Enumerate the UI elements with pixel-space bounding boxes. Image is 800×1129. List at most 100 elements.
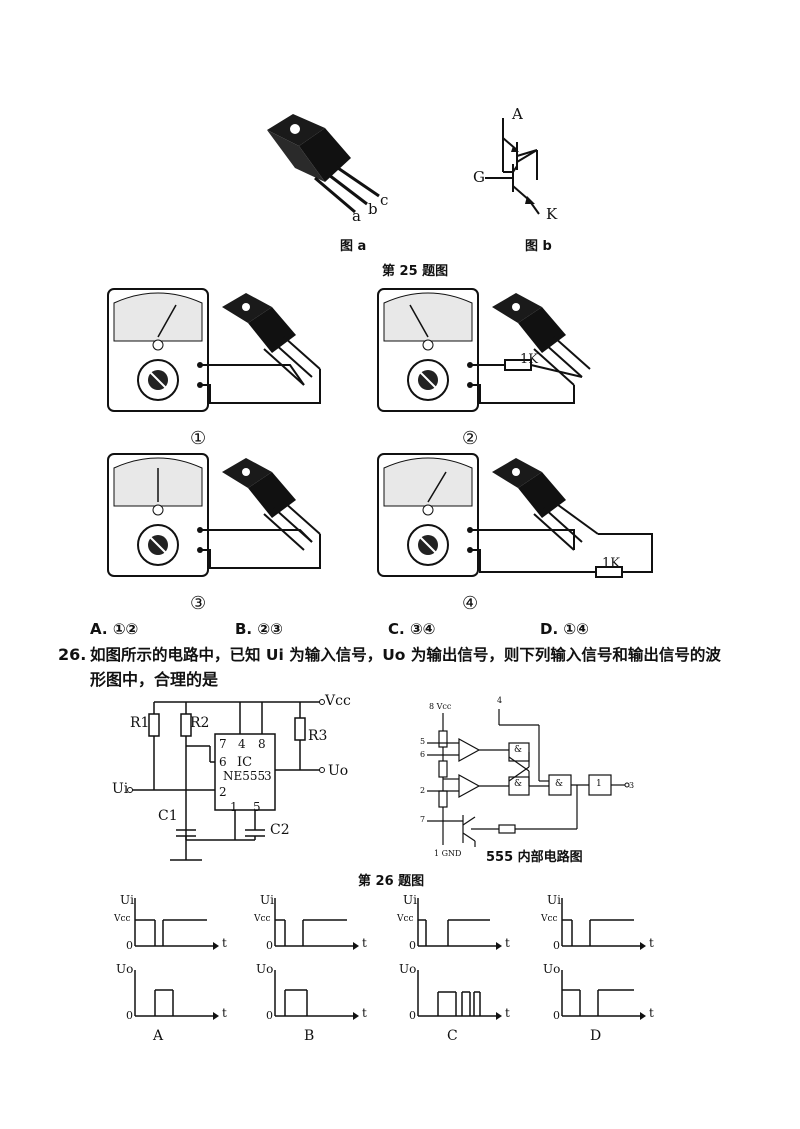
- wave-zero-top-a: 0: [126, 939, 133, 952]
- wave-zero-bottom-b: 0: [266, 1009, 273, 1022]
- multimeter-panel-4: [377, 453, 653, 578]
- ui-label: Ui: [112, 781, 129, 797]
- internal-pin7-label: 7: [420, 815, 426, 824]
- terminal-label-g: G: [473, 168, 485, 186]
- wave-vcc-label-c: Vcc: [397, 914, 414, 924]
- wave-option-label-b[interactable]: B: [304, 1028, 315, 1044]
- option-value: ①④: [563, 620, 589, 638]
- q26-figure-title: 第 26 题图: [358, 874, 425, 889]
- resistor-label-panel-4: 1K: [602, 556, 620, 571]
- pin-4-label: 4: [238, 737, 246, 751]
- wave-t-top-a: t: [222, 936, 227, 950]
- and-gate-3-label: &: [555, 779, 564, 789]
- r1-label: R1: [130, 715, 150, 731]
- wave-ui-label-c: Ui: [403, 893, 417, 907]
- wave-t-bottom-c: t: [505, 1006, 510, 1020]
- panel-label-1: ①: [190, 428, 207, 449]
- internal-pin4-label: 4: [497, 696, 503, 705]
- wave-option-label-d[interactable]: D: [590, 1028, 602, 1044]
- wave-ui-label-d: Ui: [547, 893, 561, 907]
- option-letter: D.: [540, 620, 559, 638]
- pin-label-c: c: [380, 191, 389, 209]
- r3-label: R3: [308, 728, 328, 744]
- figure-b-caption: 图 b: [525, 239, 552, 254]
- waveform-option-b: [274, 898, 359, 1020]
- terminal-label-k: K: [546, 205, 558, 223]
- thyristor-symbol-figure-b: [485, 118, 540, 215]
- wave-zero-top-b: 0: [266, 939, 273, 952]
- wave-zero-top-d: 0: [553, 939, 560, 952]
- waveform-option-a: [134, 898, 219, 1020]
- panel-label-2: ②: [462, 428, 479, 449]
- option-value: ①②: [112, 620, 139, 638]
- internal-pin5-label: 5: [420, 737, 426, 746]
- ic-label: IC: [237, 755, 253, 770]
- wave-zero-bottom-a: 0: [126, 1009, 133, 1022]
- pin-label-b: b: [368, 200, 378, 218]
- multimeter-panel-3: [107, 453, 321, 577]
- wave-uo-label-b: Uo: [256, 962, 274, 976]
- wave-option-label-c[interactable]: C: [447, 1028, 458, 1044]
- option-value: ③④: [409, 620, 436, 638]
- wave-zero-top-c: 0: [409, 939, 416, 952]
- wave-ui-label-b: Ui: [260, 893, 274, 907]
- option-letter: A.: [90, 620, 108, 638]
- internal-gnd-label: 1 GND: [434, 849, 462, 858]
- resistor-label-panel-2: 1K: [520, 352, 538, 367]
- wave-t-bottom-b: t: [362, 1006, 367, 1020]
- ne555-internal-diagram: [427, 709, 630, 847]
- internal-pin6-label: 6: [420, 750, 426, 759]
- wave-vcc-label-d: Vcc: [541, 914, 558, 924]
- r2-label: R2: [190, 715, 210, 731]
- pin-6-label: 6: [219, 755, 227, 769]
- pin-5-label: 5: [253, 800, 261, 814]
- chip-label: NE555: [223, 769, 266, 783]
- q25-option-b[interactable]: B. ②③: [235, 620, 283, 638]
- internal-pin3-label: 3: [629, 781, 635, 790]
- pin-2-label: 2: [219, 785, 227, 799]
- wave-zero-bottom-c: 0: [409, 1009, 416, 1022]
- pin-label-a: a: [352, 207, 361, 225]
- c1-label: C1: [158, 808, 178, 824]
- q25-option-a[interactable]: A. ①②: [90, 620, 138, 638]
- wave-t-top-b: t: [362, 936, 367, 950]
- wave-t-bottom-d: t: [649, 1006, 654, 1020]
- terminal-label-a: A: [512, 105, 523, 123]
- and-gate-2-label: &: [514, 779, 523, 789]
- wave-uo-label-c: Uo: [399, 962, 417, 976]
- pin-7-label: 7: [219, 737, 227, 751]
- vcc-label: Vcc: [325, 693, 351, 709]
- waveform-option-c: [417, 898, 502, 1020]
- wave-t-top-c: t: [505, 936, 510, 950]
- pin-1-label: 1: [230, 800, 238, 814]
- ne555-circuit: [127, 699, 325, 861]
- q25-option-d[interactable]: D. ①④: [540, 620, 589, 638]
- multimeter-panel-2: [377, 288, 591, 412]
- wave-t-top-d: t: [649, 936, 654, 950]
- wave-uo-label-a: Uo: [116, 962, 134, 976]
- q26-text-line2: 形图中，合理的是: [90, 670, 219, 689]
- internal-pin2-label: 2: [420, 786, 426, 795]
- wave-vcc-label-b: Vcc: [254, 914, 271, 924]
- internal-vcc-label: 8 Vcc: [429, 702, 452, 711]
- panel-label-3: ③: [190, 593, 207, 614]
- device-figure-a: [267, 114, 380, 214]
- uo-label: Uo: [328, 763, 349, 779]
- waveform-option-d: [561, 898, 646, 1020]
- c2-label: C2: [270, 822, 290, 838]
- and-gate-1-label: &: [514, 745, 523, 755]
- wave-ui-label-a: Ui: [120, 893, 134, 907]
- wave-t-bottom-a: t: [222, 1006, 227, 1020]
- option-letter: C.: [388, 620, 405, 638]
- internal-diagram-title: 555 内部电路图: [486, 850, 583, 865]
- wave-vcc-label-a: Vcc: [114, 914, 131, 924]
- option-value: ②③: [257, 620, 283, 638]
- q26-text-line1: 如图所示的电路中，已知 Ui 为输入信号，Uo 为输出信号，则下列输入信号和输出…: [90, 646, 721, 664]
- wave-uo-label-d: Uo: [543, 962, 561, 976]
- q25-option-c[interactable]: C. ③④: [388, 620, 435, 638]
- panel-label-4: ④: [462, 593, 479, 614]
- wave-option-label-a[interactable]: A: [153, 1028, 164, 1044]
- not-gate-label: 1: [596, 779, 602, 789]
- device-leads: [314, 164, 380, 214]
- option-letter: B.: [235, 620, 253, 638]
